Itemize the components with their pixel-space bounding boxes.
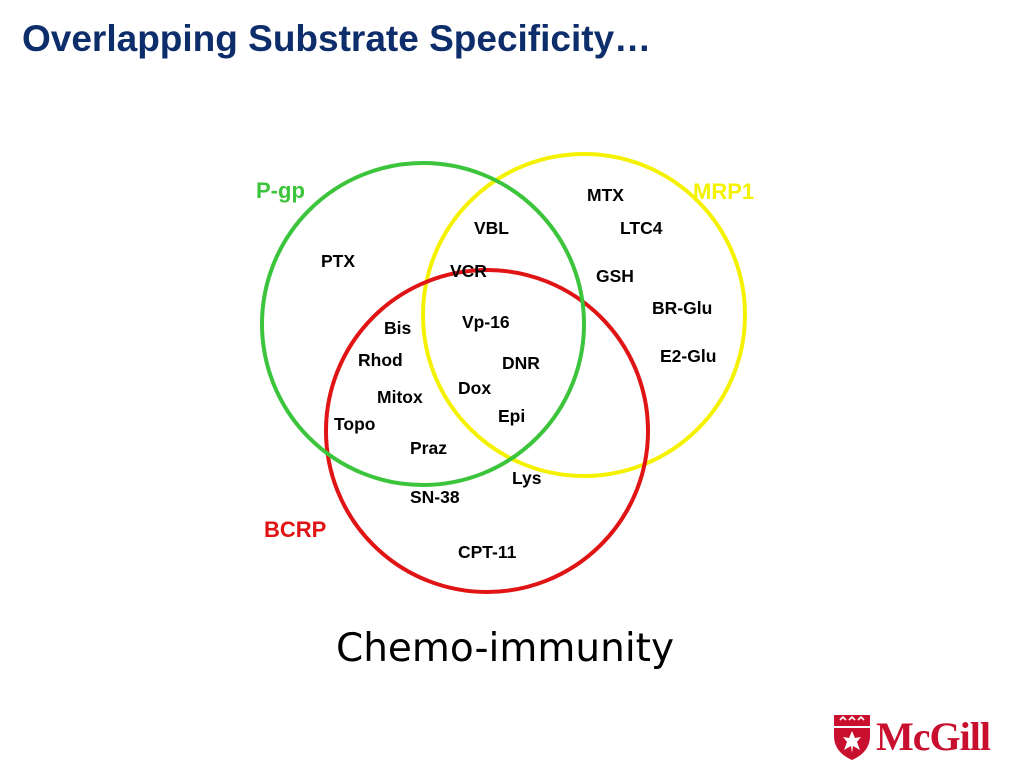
- substrate-vbl: VBL: [474, 218, 509, 238]
- substrate-praz: Praz: [410, 438, 447, 458]
- mrp1-set-label: MRP1: [693, 179, 754, 204]
- substrate-bis: Bis: [384, 318, 412, 338]
- substrate-sn-38: SN-38: [410, 487, 460, 507]
- substrate-e2-glu: E2-Glu: [660, 346, 716, 366]
- substrate-gsh: GSH: [596, 266, 634, 286]
- substrate-lys: Lys: [512, 468, 542, 488]
- pgp-set-label: P-gp: [256, 178, 305, 203]
- substrate-vp-16: Vp-16: [462, 312, 510, 332]
- mcgill-logo: McGill: [832, 712, 1010, 764]
- bcrp-circle: [324, 268, 650, 594]
- substrate-epi: Epi: [498, 406, 525, 426]
- substrate-topo: Topo: [334, 414, 375, 434]
- substrate-ptx: PTX: [321, 251, 355, 271]
- mcgill-shield-icon: [834, 715, 870, 760]
- substrate-rhod: Rhod: [358, 350, 403, 370]
- substrate-dox: Dox: [458, 378, 491, 398]
- substrate-vcr: VCR: [450, 261, 487, 281]
- substrate-mitox: Mitox: [377, 387, 423, 407]
- substrate-dnr: DNR: [502, 353, 540, 373]
- substrate-mtx: MTX: [587, 185, 624, 205]
- slide-title: Overlapping Substrate Specificity…: [22, 18, 652, 59]
- mcgill-wordmark: McGill: [876, 714, 991, 759]
- bcrp-set-label: BCRP: [264, 517, 326, 542]
- substrate-br-glu: BR-Glu: [652, 298, 712, 318]
- substrate-cpt-11: CPT-11: [458, 542, 517, 562]
- pgp-circle: [260, 161, 586, 487]
- mrp1-circle: [421, 152, 747, 478]
- slide-subtitle: Chemo-immunity: [335, 626, 675, 671]
- substrate-ltc4: LTC4: [620, 218, 663, 238]
